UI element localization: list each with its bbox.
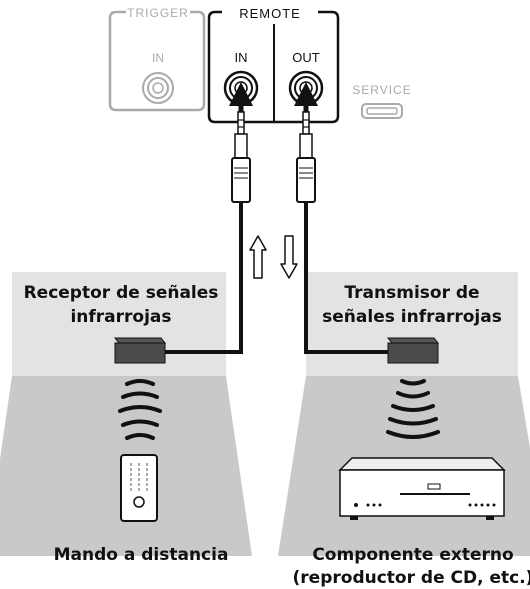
trigger-in-label: IN [152, 51, 164, 65]
rear-panel: TRIGGER IN REMOTE IN OUT SERVICE [108, 6, 411, 124]
receiver-title-line2: infrarrojas [70, 307, 171, 327]
receiver-title-line1: Receptor de señales [24, 283, 219, 303]
ir-transmitter-box [386, 337, 440, 364]
plug-out [296, 111, 316, 203]
ir-receiver-box [113, 337, 167, 364]
ir-waves-left [118, 379, 162, 440]
service-label: SERVICE [352, 83, 411, 97]
trigger-label: TRIGGER [127, 6, 189, 20]
plug-in [231, 111, 251, 203]
remote-out-label: OUT [292, 50, 320, 65]
component-caption-line2: (reproductor de CD, etc.) [293, 568, 530, 588]
component-caption-line1: Componente externo [312, 545, 513, 565]
trigger-jack [142, 72, 174, 104]
cable-out [304, 202, 388, 354]
service-port [361, 103, 403, 119]
remote-caption: Mando a distancia [54, 545, 229, 565]
remote-in-label: IN [235, 50, 248, 65]
transmitter-title-line2: señales infrarrojas [322, 307, 502, 327]
remote-control-icon [120, 454, 158, 522]
signal-up-arrow [249, 235, 267, 279]
cd-player-icon [338, 457, 506, 520]
trigger-frame [108, 10, 206, 112]
remote-label: REMOTE [239, 6, 301, 21]
signal-down-arrow [280, 235, 298, 279]
cable-in [165, 202, 243, 354]
transmitter-title-line1: Transmisor de [344, 283, 479, 303]
ir-waves-right [386, 379, 440, 439]
